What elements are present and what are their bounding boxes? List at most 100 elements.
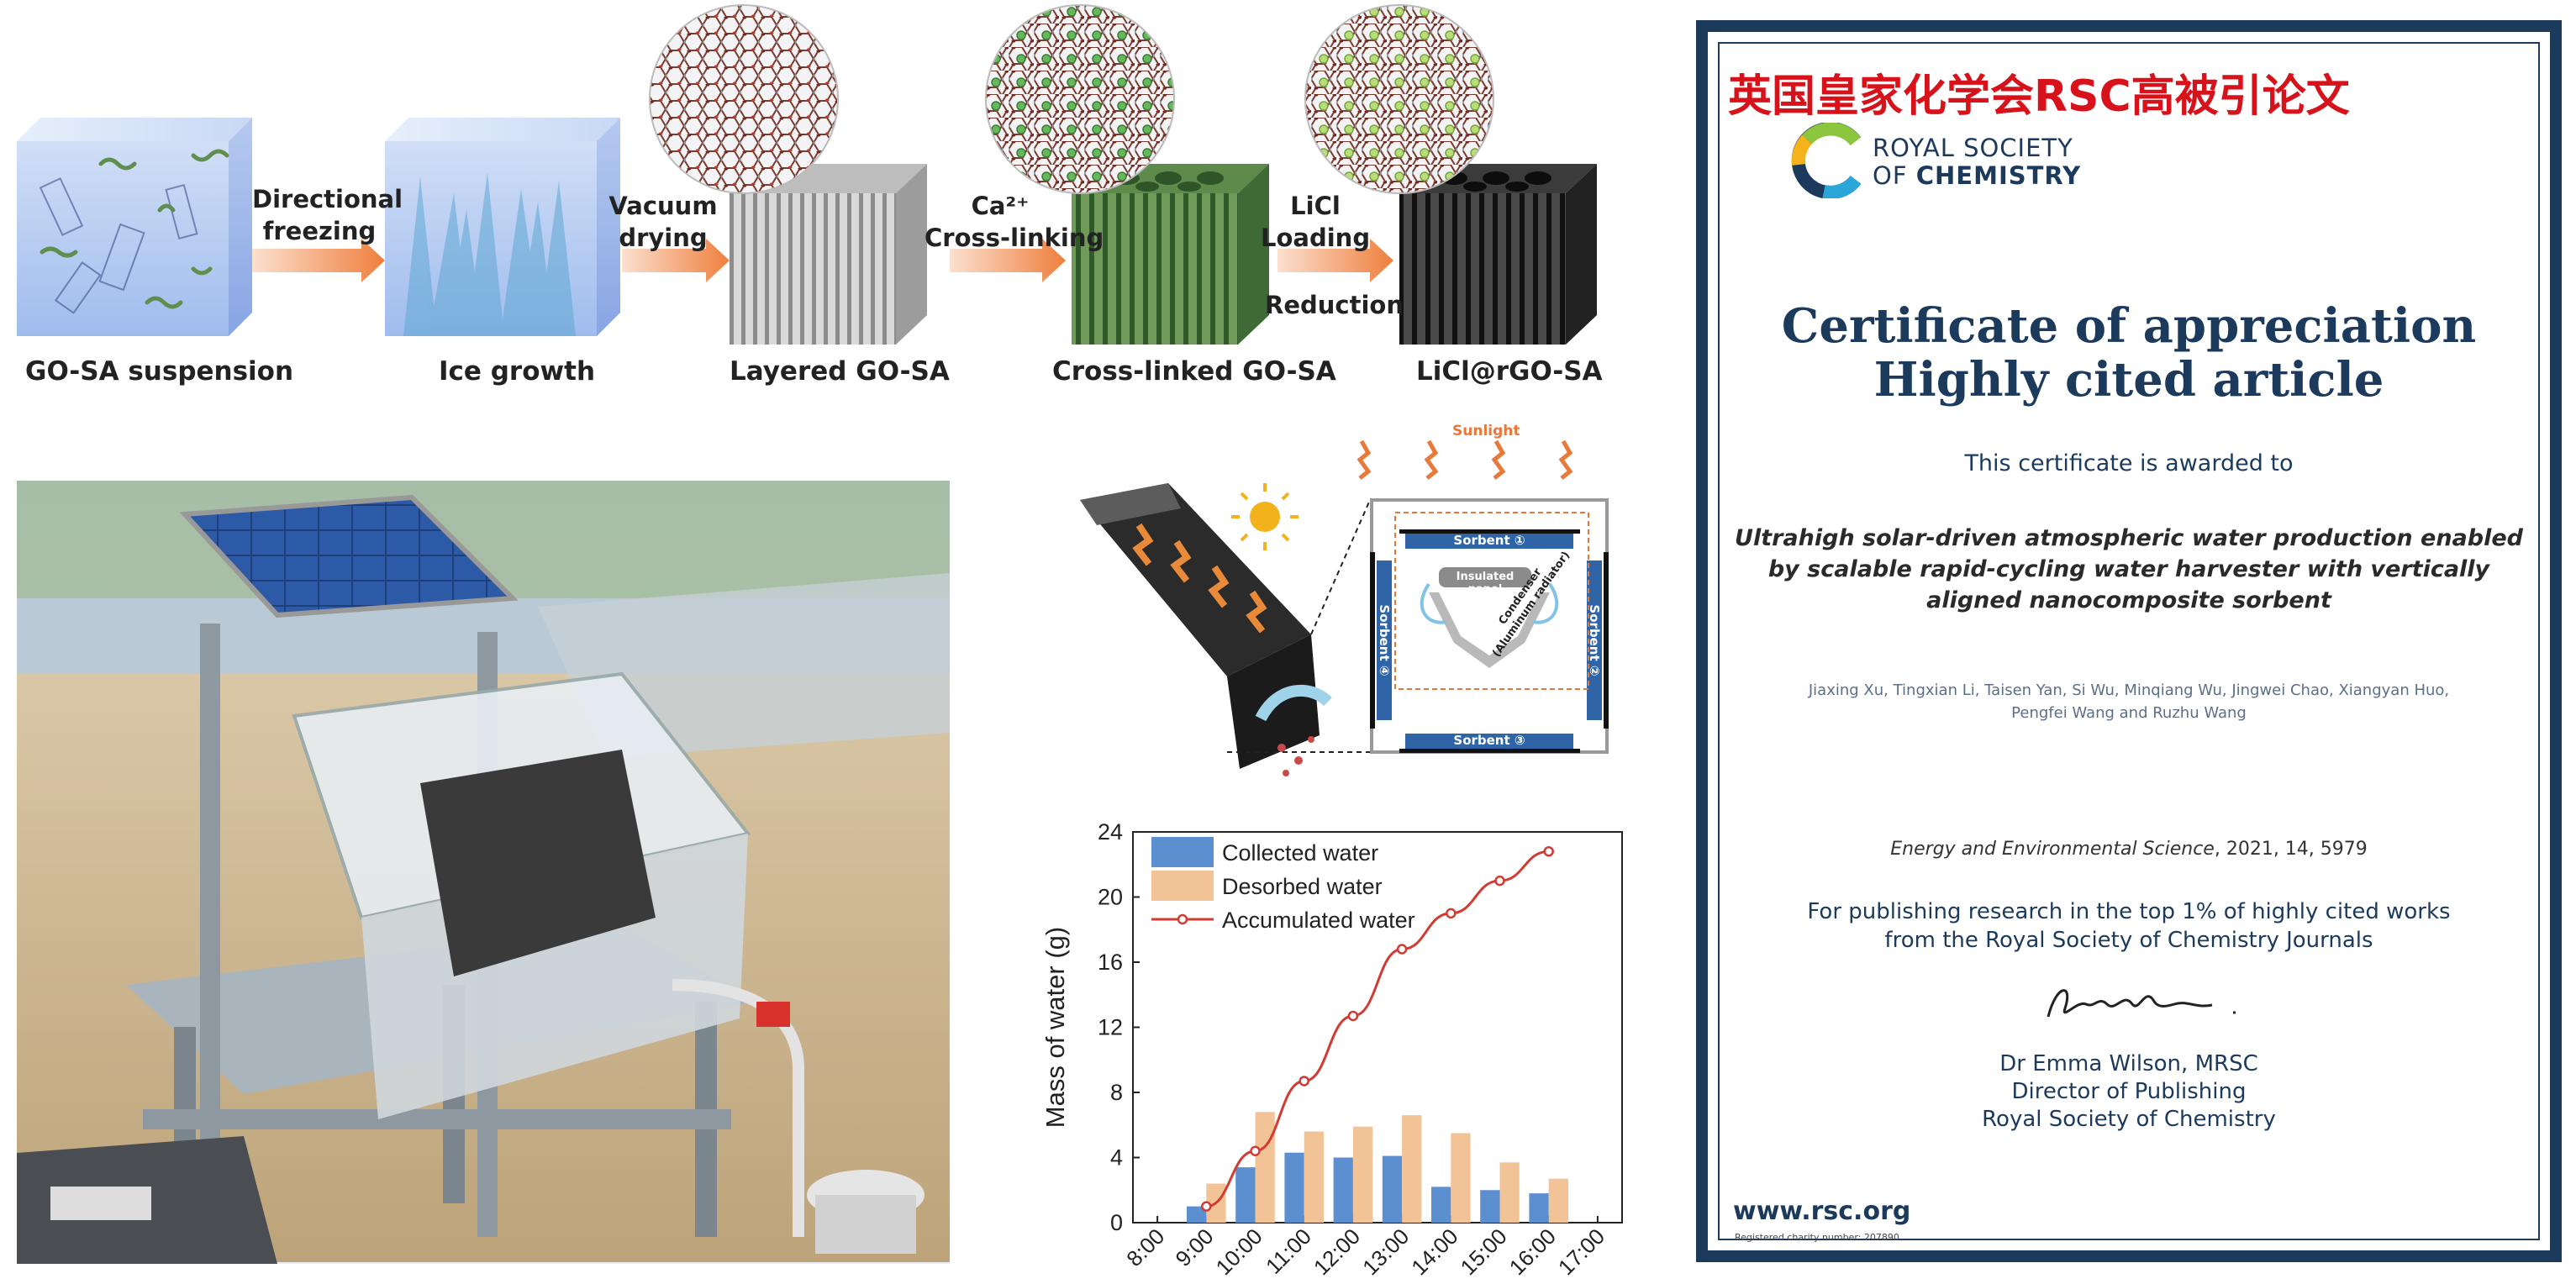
sorbent-1-label: Sorbent ① — [1453, 533, 1525, 548]
y-axis-label: Mass of water (g) — [1040, 927, 1070, 1128]
certificate-title: Certificate of appreciation Highly cited… — [1781, 298, 2477, 408]
bar-collected-water — [1480, 1190, 1500, 1223]
certificate-inner-border — [1718, 42, 2540, 1240]
x-tick-label: 17:00 — [1553, 1223, 1609, 1280]
rsc-logo-icon — [1791, 123, 1862, 198]
x-tick-label: 10:00 — [1211, 1223, 1267, 1280]
arrow-2 — [622, 239, 730, 282]
signature — [2047, 989, 2236, 1018]
certificate: 英国皇家化学会RSC高被引论文 ROYAL SOCIETY OF CHEMIST… — [1696, 20, 2562, 1262]
process-arrows — [252, 239, 1393, 282]
arrow-1 — [252, 239, 385, 282]
article-title: Ultrahigh solar-driven atmospheric water… — [1735, 525, 2523, 613]
sorbent-4-bar — [1377, 560, 1392, 720]
article-authors: Jiaxing Xu, Tingxian Li, Taisen Yan, Si … — [1808, 681, 2450, 722]
step-label-ca-cross-linking: Ca²⁺Cross-linking — [925, 192, 1104, 252]
bar-desorbed-water — [1304, 1131, 1324, 1223]
journal-citation: Energy and Environmental Science, 2021, … — [1890, 839, 2368, 860]
bar-desorbed-water — [1499, 1162, 1520, 1223]
legend-swatch-marker — [1177, 913, 1188, 925]
licl-rgo-sa-block — [1304, 4, 1597, 345]
insulated-panel — [1439, 567, 1531, 587]
y-tick-label: 16 — [1098, 950, 1123, 975]
arrow-4 — [1277, 239, 1393, 282]
device-illustration — [1080, 439, 1609, 776]
x-tick-label: 13:00 — [1357, 1223, 1414, 1280]
stage-label-cross-linked-go-sa: Cross-linked GO-SA — [1052, 356, 1336, 387]
stage-label-layered-go-sa: Layered GO-SA — [730, 356, 950, 387]
insulated-panel-label: Insulated panel — [1456, 571, 1515, 596]
bar-desorbed-water — [1548, 1178, 1568, 1223]
statement: For publishing research in the top 1% of… — [1807, 899, 2451, 953]
point-accumulated-water — [1494, 875, 1505, 887]
bar-collected-water — [1284, 1152, 1304, 1223]
bar-collected-water — [1187, 1206, 1207, 1223]
point-accumulated-water — [1396, 944, 1408, 955]
step-label-reduction: Reduction — [1265, 291, 1404, 319]
x-tick-label: 16:00 — [1504, 1223, 1561, 1280]
x-tick-label: 14:00 — [1406, 1223, 1462, 1280]
x-tick-label: 8:00 — [1121, 1223, 1169, 1271]
legend-label: Desorbed water — [1222, 874, 1383, 899]
stage-label-go-sa-suspension: GO-SA suspension — [25, 356, 294, 387]
stage-label-licl-rgo-sa: LiCl@rGO-SA — [1416, 356, 1603, 387]
bar-collected-water — [1333, 1157, 1353, 1223]
y-tick-label: 24 — [1098, 819, 1123, 845]
y-tick-label: 8 — [1110, 1080, 1123, 1105]
sorbent-4-label: Sorbent ④ — [1377, 604, 1392, 676]
arrow-3 — [950, 239, 1066, 282]
point-accumulated-water — [1347, 1010, 1359, 1022]
charity-number: Registered charity number: 207890 — [1735, 1232, 1899, 1243]
process-schematic: GO-SA suspension Ice growth Layered GO-S… — [0, 0, 1673, 403]
point-accumulated-water — [1543, 846, 1554, 857]
sorbent-2-label: Sorbent ② — [1587, 604, 1602, 676]
legend-swatch — [1151, 837, 1214, 867]
legend-label: Collected water — [1222, 840, 1378, 866]
bar-collected-water — [1529, 1193, 1549, 1223]
x-tick-label: 9:00 — [1171, 1223, 1219, 1271]
process-illustrations — [17, 4, 1597, 345]
sorbent-1-bar — [1405, 534, 1573, 549]
bar-desorbed-water — [1255, 1112, 1275, 1223]
y-tick-label: 4 — [1110, 1145, 1123, 1171]
bar-collected-water — [1382, 1155, 1403, 1223]
ice-growth-cube — [385, 118, 620, 336]
field-test-photo — [17, 481, 950, 1264]
sorbent-2-bar — [1587, 560, 1602, 720]
point-accumulated-water — [1446, 908, 1457, 919]
bar-collected-water — [1235, 1167, 1256, 1223]
point-accumulated-water — [1250, 1145, 1261, 1156]
stage-label-ice-growth: Ice growth — [439, 356, 596, 387]
awarded-to-text: This certificate is awarded to — [1964, 450, 2294, 476]
sorbent-3-label: Sorbent ③ — [1453, 733, 1525, 748]
sun-icon — [1250, 502, 1280, 532]
y-tick-label: 12 — [1098, 1015, 1123, 1040]
x-tick-label: 11:00 — [1261, 1223, 1316, 1279]
signer-block: Dr Emma Wilson, MRSC Director of Publish… — [1982, 1051, 2276, 1132]
sorbent-3-bar — [1405, 734, 1573, 749]
device-schematic: Sunlight Sorbent ① Sorbent ③ Sorbent ④ S… — [1059, 416, 1647, 811]
bar-collected-water — [1431, 1187, 1451, 1223]
layered-go-sa-block — [649, 4, 927, 345]
cross-linked-go-sa-block — [985, 4, 1269, 345]
x-tick-label: 15:00 — [1456, 1223, 1512, 1280]
y-tick-label: 0 — [1110, 1210, 1123, 1235]
x-tick-label: 12:00 — [1309, 1223, 1365, 1280]
point-accumulated-water — [1201, 1201, 1212, 1212]
go-sa-suspension-cube — [17, 118, 252, 336]
bar-desorbed-water — [1352, 1126, 1373, 1223]
website-link[interactable]: www.rsc.org — [1733, 1197, 1911, 1226]
bar-desorbed-water — [1451, 1133, 1471, 1223]
point-accumulated-water — [1299, 1076, 1309, 1087]
legend-label: Accumulated water — [1222, 908, 1415, 933]
bar-desorbed-water — [1402, 1115, 1422, 1223]
y-tick-label: 20 — [1098, 885, 1123, 910]
org-name: ROYAL SOCIETY OF CHEMISTRY — [1873, 134, 2082, 190]
certificate-banner: 英国皇家化学会RSC高被引论文 — [1728, 71, 2350, 122]
sunlight-label: Sunlight — [1452, 423, 1520, 439]
